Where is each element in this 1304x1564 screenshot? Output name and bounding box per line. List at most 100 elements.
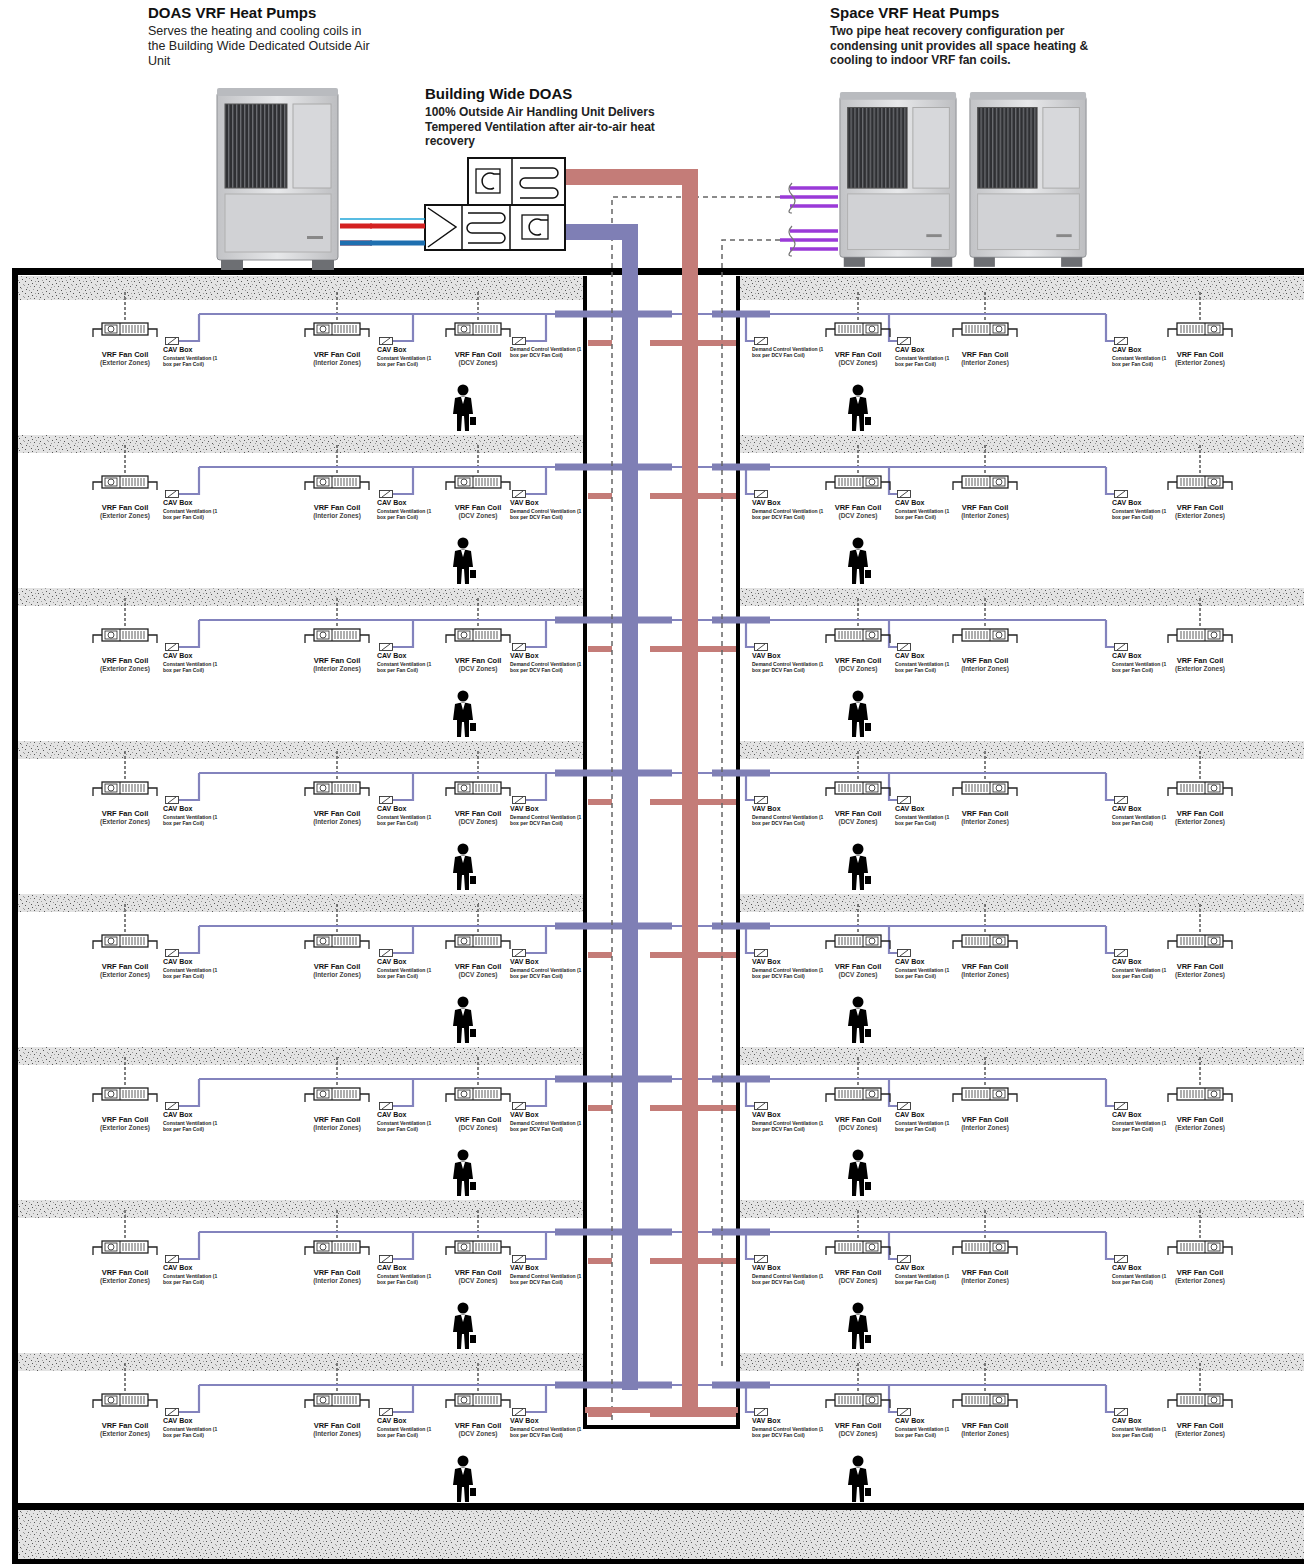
node-text: Demand Control Ventilation (1 box per DC…: [510, 661, 582, 673]
node-text: (Exterior Zones): [90, 971, 160, 979]
node-text: (DCV Zones): [443, 1430, 513, 1438]
node-heading: VRF Fan Coil: [950, 962, 1020, 971]
node-heading: CAV Box: [895, 499, 959, 508]
node-text: (Exterior Zones): [90, 1124, 160, 1132]
floor-equipment: [93, 292, 1232, 1502]
fan-coil-node: VRF Fan Coil(Interior Zones): [302, 656, 372, 673]
node-heading: VRF Fan Coil: [823, 962, 893, 971]
terminal-box-node: CAV BoxConstant Ventilation (1 box per F…: [163, 1111, 227, 1132]
terminal-box-node: VAV BoxDemand Control Ventilation (1 box…: [752, 499, 826, 520]
fan-coil-node: VRF Fan Coil(DCV Zones): [443, 1115, 513, 1132]
node-heading: VAV Box: [752, 499, 826, 508]
node-text: (Exterior Zones): [1165, 512, 1235, 520]
terminal-box-node: VAV BoxDemand Control Ventilation (1 box…: [510, 1111, 582, 1132]
node-heading: VAV Box: [752, 1111, 826, 1120]
terminal-box-node: Demand Control Ventilation (1 box per DC…: [510, 346, 582, 358]
node-text: Demand Control Ventilation (1 box per DC…: [752, 1120, 826, 1132]
node-text: (Exterior Zones): [1165, 1430, 1235, 1438]
equipment-callout: DOAS VRF Heat PumpsServes the heating an…: [148, 4, 370, 270]
terminal-box-node: CAV BoxConstant Ventilation (1 box per F…: [1112, 499, 1176, 520]
node-heading: CAV Box: [377, 1264, 441, 1273]
node-heading: VRF Fan Coil: [90, 1268, 160, 1277]
terminal-box-node: CAV BoxConstant Ventilation (1 box per F…: [377, 346, 441, 367]
node-text: Constant Ventilation (1 box per Fan Coil…: [1112, 1426, 1176, 1438]
node-heading: Demand Control Ventilation (1 box per DC…: [510, 346, 582, 358]
fan-coil-node: VRF Fan Coil(Exterior Zones): [1165, 656, 1235, 673]
node-heading: VRF Fan Coil: [1165, 503, 1235, 512]
node-text: 100% Outside Air Handling Unit Delivers …: [425, 105, 665, 149]
terminal-box-node: VAV BoxDemand Control Ventilation (1 box…: [752, 1417, 826, 1438]
node-text: Demand Control Ventilation (1 box per DC…: [752, 661, 826, 673]
floor-layout: [93, 1057, 1232, 1196]
shaft-wall: [583, 276, 587, 1429]
node-heading: VRF Fan Coil: [443, 1115, 513, 1124]
node-text: Constant Ventilation (1 box per Fan Coil…: [895, 508, 959, 520]
refrigerant-pipe: [370, 241, 425, 246]
node-text: Demand Control Ventilation (1 box per DC…: [510, 814, 582, 826]
node-text: (Interior Zones): [950, 359, 1020, 367]
node-text: Constant Ventilation (1 box per Fan Coil…: [895, 1120, 959, 1132]
supply-riser: [565, 232, 630, 1390]
fan-coil-node: VRF Fan Coil(Interior Zones): [950, 1115, 1020, 1132]
node-heading: VAV Box: [752, 1417, 826, 1426]
node-text: Constant Ventilation (1 box per Fan Coil…: [163, 967, 227, 979]
node-heading: VRF Fan Coil: [1165, 1268, 1235, 1277]
node-text: (DCV Zones): [443, 818, 513, 826]
base-line: [12, 1559, 1304, 1564]
node-text: (DCV Zones): [823, 665, 893, 673]
fan-coil-node: VRF Fan Coil(DCV Zones): [823, 1268, 893, 1285]
node-heading: CAV Box: [163, 1111, 227, 1120]
node-heading: CAV Box: [163, 805, 227, 814]
node-heading: VRF Fan Coil: [443, 1268, 513, 1277]
node-text: (DCV Zones): [823, 1277, 893, 1285]
node-heading: VRF Fan Coil: [823, 503, 893, 512]
node-heading: Building Wide DOAS: [425, 85, 665, 103]
node-text: (Interior Zones): [302, 665, 372, 673]
node-text: Constant Ventilation (1 box per Fan Coil…: [377, 355, 441, 367]
terminal-box-node: CAV BoxConstant Ventilation (1 box per F…: [163, 1264, 227, 1285]
terminal-box-node: CAV BoxConstant Ventilation (1 box per F…: [1112, 346, 1176, 367]
node-heading: VAV Box: [510, 1417, 582, 1426]
terminal-box-node: Demand Control Ventilation (1 box per DC…: [752, 346, 826, 358]
node-text: Demand Control Ventilation (1 box per DC…: [510, 508, 582, 520]
terminal-box-node: CAV BoxConstant Ventilation (1 box per F…: [163, 652, 227, 673]
fan-coil-node: VRF Fan Coil(DCV Zones): [443, 962, 513, 979]
node-heading: VRF Fan Coil: [950, 1421, 1020, 1430]
condensing-unit: [217, 88, 338, 270]
terminal-box-node: CAV BoxConstant Ventilation (1 box per F…: [1112, 958, 1176, 979]
node-heading: VRF Fan Coil: [1165, 656, 1235, 665]
fan-coil-node: VRF Fan Coil(Exterior Zones): [90, 656, 160, 673]
equipment-callout: Building Wide DOAS 100% Outside Air Handl…: [425, 85, 665, 252]
node-text: (Interior Zones): [950, 665, 1020, 673]
node-text: Constant Ventilation (1 box per Fan Coil…: [377, 1273, 441, 1285]
node-heading: CAV Box: [895, 1111, 959, 1120]
fan-coil-node: VRF Fan Coil(Interior Zones): [302, 503, 372, 520]
terminal-box-node: VAV BoxDemand Control Ventilation (1 box…: [752, 1264, 826, 1285]
node-text: Constant Ventilation (1 box per Fan Coil…: [1112, 355, 1176, 367]
node-text: (Exterior Zones): [1165, 1124, 1235, 1132]
condensing-unit: [970, 92, 1086, 267]
node-text: (DCV Zones): [823, 359, 893, 367]
node-heading: VAV Box: [752, 652, 826, 661]
node-heading: VRF Fan Coil: [823, 1115, 893, 1124]
ground-line: [12, 1503, 1304, 1510]
floor-layout: [93, 598, 1232, 737]
fan-coil-node: VRF Fan Coil(DCV Zones): [443, 656, 513, 673]
node-heading: VRF Fan Coil: [950, 1268, 1020, 1277]
node-text: Constant Ventilation (1 box per Fan Coil…: [377, 967, 441, 979]
node-heading: VRF Fan Coil: [823, 809, 893, 818]
fan-coil-node: VRF Fan Coil(Exterior Zones): [1165, 1421, 1235, 1438]
fan-coil-node: VRF Fan Coil(Interior Zones): [950, 962, 1020, 979]
node-text: Constant Ventilation (1 box per Fan Coil…: [163, 1120, 227, 1132]
node-heading: CAV Box: [377, 958, 441, 967]
terminal-box-node: VAV BoxDemand Control Ventilation (1 box…: [510, 499, 582, 520]
floor-layout: [93, 1210, 1232, 1349]
shaft-wall: [736, 276, 740, 1429]
node-text: Constant Ventilation (1 box per Fan Coil…: [1112, 508, 1176, 520]
terminal-box-node: CAV BoxConstant Ventilation (1 box per F…: [895, 499, 959, 520]
node-text: Constant Ventilation (1 box per Fan Coil…: [895, 814, 959, 826]
terminal-box-node: CAV BoxConstant Ventilation (1 box per F…: [1112, 1264, 1176, 1285]
node-text: Demand Control Ventilation (1 box per DC…: [752, 508, 826, 520]
node-text: Demand Control Ventilation (1 box per DC…: [752, 967, 826, 979]
node-heading: CAV Box: [895, 1417, 959, 1426]
